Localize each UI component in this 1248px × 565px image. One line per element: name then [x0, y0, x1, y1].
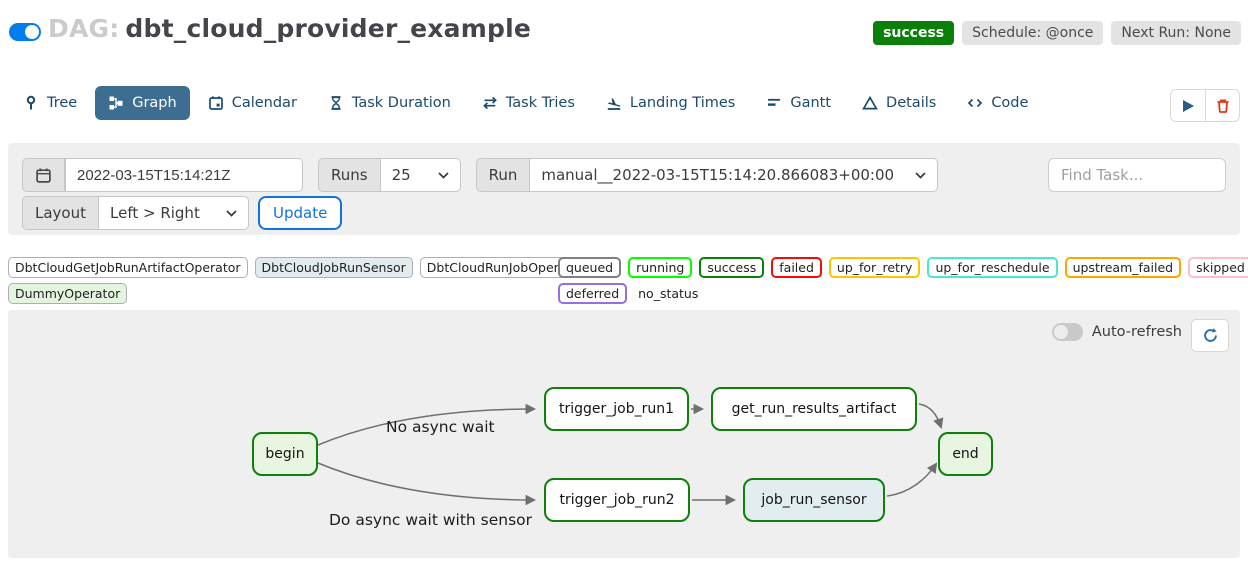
hourglass-icon	[328, 95, 344, 111]
dag-action-buttons	[1170, 89, 1240, 122]
runs-label: Runs	[318, 158, 381, 192]
calendar-icon	[35, 167, 52, 184]
play-icon	[1182, 99, 1195, 113]
update-button[interactable]: Update	[258, 196, 343, 230]
operator-legend-item: DummyOperator	[8, 283, 128, 304]
base-date-picker-button[interactable]	[22, 158, 65, 192]
state-legend-item: up_for_retry	[828, 257, 921, 278]
edge-begin-trigger2	[317, 462, 537, 506]
state-legend: queued running success failed up_for_ret…	[558, 257, 1248, 309]
base-date-input[interactable]	[65, 158, 303, 192]
page-title: DAG:dbt_cloud_provider_example	[48, 14, 531, 43]
header-badges: success Schedule: @once Next Run: None	[873, 21, 1241, 45]
auto-refresh-label: Auto-refresh	[1091, 324, 1182, 340]
state-legend-item: failed	[771, 257, 822, 278]
tab-landing-times[interactable]: Landing Times	[593, 86, 748, 120]
edge-label-do-async-wait: Do async wait with sensor	[329, 511, 533, 529]
state-legend-item: success	[699, 257, 765, 278]
tab-tree[interactable]: Tree	[10, 86, 90, 120]
auto-refresh-toggle[interactable]	[1051, 323, 1083, 341]
plane-landing-icon	[606, 95, 622, 111]
refresh-button[interactable]	[1191, 319, 1229, 352]
tab-details[interactable]: Details	[849, 86, 949, 120]
delete-dag-button[interactable]	[1205, 90, 1239, 121]
task-node-trigger-job-run1[interactable]: trigger_job_run1	[544, 387, 689, 431]
repeat-icon	[482, 95, 498, 111]
trash-icon	[1215, 98, 1231, 114]
toggle-knob-icon	[1053, 325, 1068, 339]
chevron-down-icon	[437, 171, 449, 179]
schedule-badge: Schedule: @once	[962, 21, 1104, 45]
tab-graph[interactable]: Graph	[95, 86, 190, 120]
status-badge: success	[873, 21, 955, 45]
tab-task-duration[interactable]: Task Duration	[315, 86, 464, 120]
legend: DbtCloudGetJobRunArtifactOperator DbtClo…	[8, 257, 1248, 305]
tree-icon	[23, 95, 39, 111]
find-task-input[interactable]	[1048, 158, 1226, 192]
auto-refresh-control: Auto-refresh	[1051, 323, 1182, 341]
state-legend-item: running	[628, 257, 693, 278]
state-legend-item: queued	[558, 257, 622, 278]
operator-legend-item: DbtCloudJobRunSensor	[254, 257, 413, 278]
refresh-icon	[1202, 327, 1219, 344]
runs-count-select[interactable]: 25	[380, 158, 461, 192]
dag-pause-toggle[interactable]	[9, 23, 41, 41]
trigger-dag-button[interactable]	[1171, 90, 1205, 121]
calendar-icon	[208, 95, 224, 111]
run-group: Run manual__2022-03-15T15:14:20.866083+0…	[475, 158, 939, 192]
runs-group: Runs 25	[318, 158, 461, 192]
task-node-job-run-sensor[interactable]: job_run_sensor	[743, 478, 885, 522]
base-date-group	[22, 158, 303, 192]
dag-graph-panel: Auto-refresh begin trigger_job_run1 get_…	[8, 310, 1240, 558]
triangle-icon	[862, 95, 878, 111]
tab-code[interactable]: Code	[954, 86, 1041, 120]
dag-run-select[interactable]: manual__2022-03-15T15:14:20.866083+00:00	[530, 158, 939, 192]
state-legend-item: deferred	[558, 283, 628, 304]
state-legend-item: up_for_reschedule	[927, 257, 1058, 278]
edge-sensor-end	[886, 462, 938, 497]
run-label: Run	[475, 158, 531, 192]
state-legend-item-no-status: no_status	[638, 286, 699, 301]
graph-icon	[108, 95, 124, 111]
layout-label: Layout	[22, 196, 99, 230]
state-legend-item: skipped	[1188, 257, 1248, 278]
edge-artifact-end	[918, 403, 944, 429]
state-legend-item: upstream_failed	[1064, 257, 1182, 278]
graph-filter-bar: Runs 25 Run manual__2022-03-15T15:14:20.…	[8, 143, 1240, 235]
chevron-down-icon	[915, 171, 926, 179]
dag-id: dbt_cloud_provider_example	[125, 14, 531, 43]
layout-select[interactable]: Left > Right	[99, 196, 249, 230]
dag-label-prefix: DAG:	[48, 14, 120, 43]
task-node-get-run-results-artifact[interactable]: get_run_results_artifact	[711, 387, 917, 431]
code-brackets-icon	[967, 95, 983, 111]
edge-label-no-async-wait: No async wait	[386, 418, 495, 436]
layout-group: Layout Left > Right	[22, 196, 249, 230]
chevron-down-icon	[226, 209, 237, 217]
toggle-knob-icon	[25, 25, 39, 39]
tab-calendar[interactable]: Calendar	[195, 86, 310, 120]
task-node-trigger-job-run2[interactable]: trigger_job_run2	[544, 478, 690, 522]
operator-legend: DbtCloudGetJobRunArtifactOperator DbtClo…	[8, 257, 592, 309]
operator-legend-item: DbtCloudRunJobOperator	[419, 257, 592, 278]
task-node-end[interactable]: end	[938, 432, 993, 476]
gantt-bars-icon	[766, 95, 782, 111]
next-run-badge: Next Run: None	[1111, 21, 1241, 45]
task-node-begin[interactable]: begin	[252, 432, 318, 476]
tab-gantt[interactable]: Gantt	[753, 86, 844, 120]
operator-legend-item: DbtCloudGetJobRunArtifactOperator	[8, 257, 248, 278]
view-tabs: Tree Graph Calendar Task Duration Task T…	[10, 86, 1041, 120]
tab-task-tries[interactable]: Task Tries	[469, 86, 588, 120]
